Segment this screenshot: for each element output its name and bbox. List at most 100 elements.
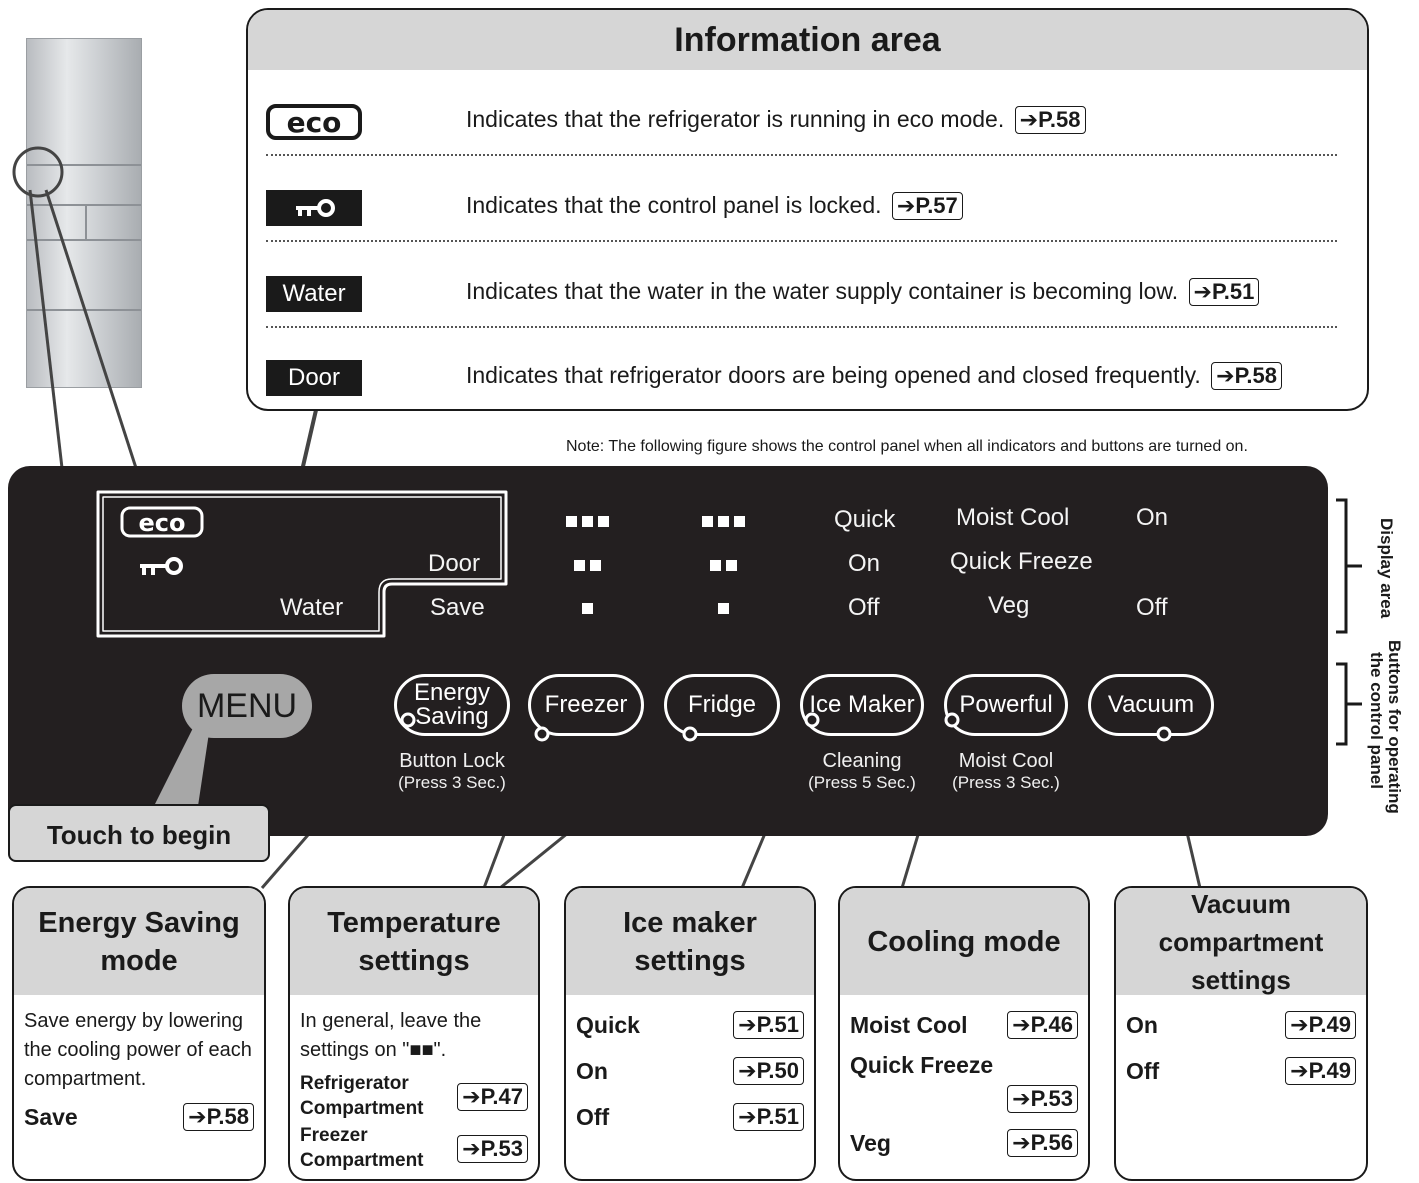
arrow-right-icon: ➔ xyxy=(1012,1086,1031,1111)
touch-pointer xyxy=(154,726,210,806)
vacuum-on-row: On ➔P.49 xyxy=(1126,1011,1356,1040)
ice-quick-row: Quick ➔P.51 xyxy=(576,1011,804,1040)
powerful-button[interactable]: Powerful xyxy=(944,674,1068,736)
arrow-right-icon: ➔ xyxy=(1290,1058,1309,1083)
info-row-eco: eco Indicates that the refrigerator is r… xyxy=(266,92,1337,152)
info-text-door: Indicates that refrigerator doors are be… xyxy=(466,362,1201,388)
page-ref-eco: ➔P.58 xyxy=(1014,106,1086,134)
vacuum-off-row: Off ➔P.49 xyxy=(1126,1057,1356,1086)
arrow-right-icon: ➔ xyxy=(1012,1130,1031,1155)
ice-maker-button[interactable]: Ice Maker xyxy=(800,674,924,736)
freezer-level-1 xyxy=(582,603,593,614)
panel-key-lock-icon xyxy=(136,554,186,583)
info-text-water: Indicates that the water in the water su… xyxy=(466,278,1179,304)
display-area-label: Display area xyxy=(1377,518,1396,619)
display-door: Door xyxy=(428,550,481,577)
display-quick: Quick xyxy=(834,506,896,533)
arrow-right-icon: ➔ xyxy=(462,1136,481,1161)
info-text-lock: Indicates that the control panel is lock… xyxy=(466,192,882,218)
panel-eco-icon: eco xyxy=(120,506,204,543)
control-panel xyxy=(8,466,1328,836)
page-ref: ➔P.50 xyxy=(733,1057,804,1085)
arrow-right-icon: ➔ xyxy=(1019,107,1039,132)
info-row-lock: Indicates that the control panel is lock… xyxy=(266,178,1337,238)
buttons-label-line2: the control panel xyxy=(1367,652,1386,789)
fridge-button[interactable]: Fridge xyxy=(664,674,780,736)
fridge-level-1 xyxy=(718,603,729,614)
display-veg: Veg xyxy=(988,592,1030,619)
fridge-level-3 xyxy=(734,516,745,527)
energy-saving-button[interactable]: Energy Saving xyxy=(394,674,510,736)
info-text-eco: Indicates that the refrigerator is runni… xyxy=(466,106,1005,132)
energy-saving-label: Saving xyxy=(415,703,489,730)
arrow-right-icon: ➔ xyxy=(1012,1012,1031,1037)
powerful-subtext: Moist Cool(Press 3 Sec.) xyxy=(952,750,1060,792)
fridge-level-2 xyxy=(710,560,721,571)
page-ref: ➔P.58 xyxy=(183,1103,254,1131)
page-ref: ➔P.49 xyxy=(1285,1057,1356,1085)
ice-on-row: On ➔P.50 xyxy=(576,1057,804,1086)
energy-saving-desc: Save energy by lowering the cooling powe… xyxy=(24,1010,252,1090)
page-ref: ➔P.53 xyxy=(457,1135,528,1163)
door-indicator: Door xyxy=(266,360,362,396)
arrow-right-icon: ➔ xyxy=(1216,363,1235,388)
page-ref: ➔P.46 xyxy=(1007,1011,1078,1039)
water-indicator: Water xyxy=(266,276,362,312)
temperature-desc: In general, leave the settings on "■■". xyxy=(300,1010,482,1061)
display-ice-off: Off xyxy=(848,594,880,621)
divider xyxy=(266,326,1337,328)
cooling-veg-row: Veg ➔P.56 xyxy=(850,1129,1078,1158)
arrow-right-icon: ➔ xyxy=(462,1084,481,1109)
display-info-outline xyxy=(96,490,508,638)
info-row-door: Door Indicates that refrigerator doors a… xyxy=(266,348,1337,408)
key-lock-icon xyxy=(266,190,362,226)
page-ref: ➔P.51 xyxy=(733,1103,804,1131)
fridge-level-3 xyxy=(718,516,729,527)
page-ref: ➔P.51 xyxy=(733,1011,804,1039)
divider xyxy=(266,240,1337,242)
information-area: Information area eco Indicates that the … xyxy=(246,8,1369,411)
freezer-level-2 xyxy=(590,560,601,571)
svg-text:eco: eco xyxy=(287,106,342,139)
display-quick-freeze: Quick Freeze xyxy=(950,548,1093,575)
arrow-right-icon: ➔ xyxy=(188,1104,207,1129)
cooling-mode-box: Cooling mode Moist Cool ➔P.46 Quick Free… xyxy=(838,886,1090,1181)
arrow-right-icon: ➔ xyxy=(738,1104,757,1129)
freezer-level-2 xyxy=(574,560,585,571)
freezer-level-3 xyxy=(598,516,609,527)
arrow-right-icon: ➔ xyxy=(896,193,916,218)
display-ice-on: On xyxy=(848,550,881,577)
page-ref-water: ➔P.51 xyxy=(1188,278,1260,306)
page-ref-lock: ➔P.57 xyxy=(891,192,963,220)
info-row-water: Water Indicates that the water in the wa… xyxy=(266,264,1337,324)
note-text: Note: The following figure shows the con… xyxy=(566,438,1248,455)
display-water: Water xyxy=(280,594,344,621)
cooling-quick-freeze-row: Quick Freeze ➔P.53 xyxy=(850,1051,1078,1113)
vacuum-button[interactable]: Vacuum xyxy=(1088,674,1214,736)
information-area-title: Information area xyxy=(248,10,1367,70)
freezer-level-3 xyxy=(566,516,577,527)
freezer-button[interactable]: Freezer xyxy=(528,674,644,736)
touch-to-begin-label: Touch to begin xyxy=(8,804,270,862)
energy-saving-subtext: Button Lock(Press 3 Sec.) xyxy=(398,750,506,792)
cooling-mode-title: Cooling mode xyxy=(840,888,1088,995)
page-ref: ➔P.49 xyxy=(1285,1011,1356,1039)
ice-maker-subtext: Cleaning(Press 5 Sec.) xyxy=(808,750,916,792)
cooling-moist-cool-row: Moist Cool ➔P.46 xyxy=(850,1011,1078,1040)
energy-save-row: Save ➔P.58 xyxy=(24,1103,254,1132)
freezer-level-3 xyxy=(582,516,593,527)
svg-text:eco: eco xyxy=(139,509,186,537)
fridge-level-3 xyxy=(702,516,713,527)
display-vacuum-off: Off xyxy=(1136,594,1168,621)
arrow-right-icon: ➔ xyxy=(1193,279,1212,304)
display-save: Save xyxy=(430,594,485,621)
eco-icon: eco xyxy=(266,104,362,140)
fridge-level-2 xyxy=(726,560,737,571)
